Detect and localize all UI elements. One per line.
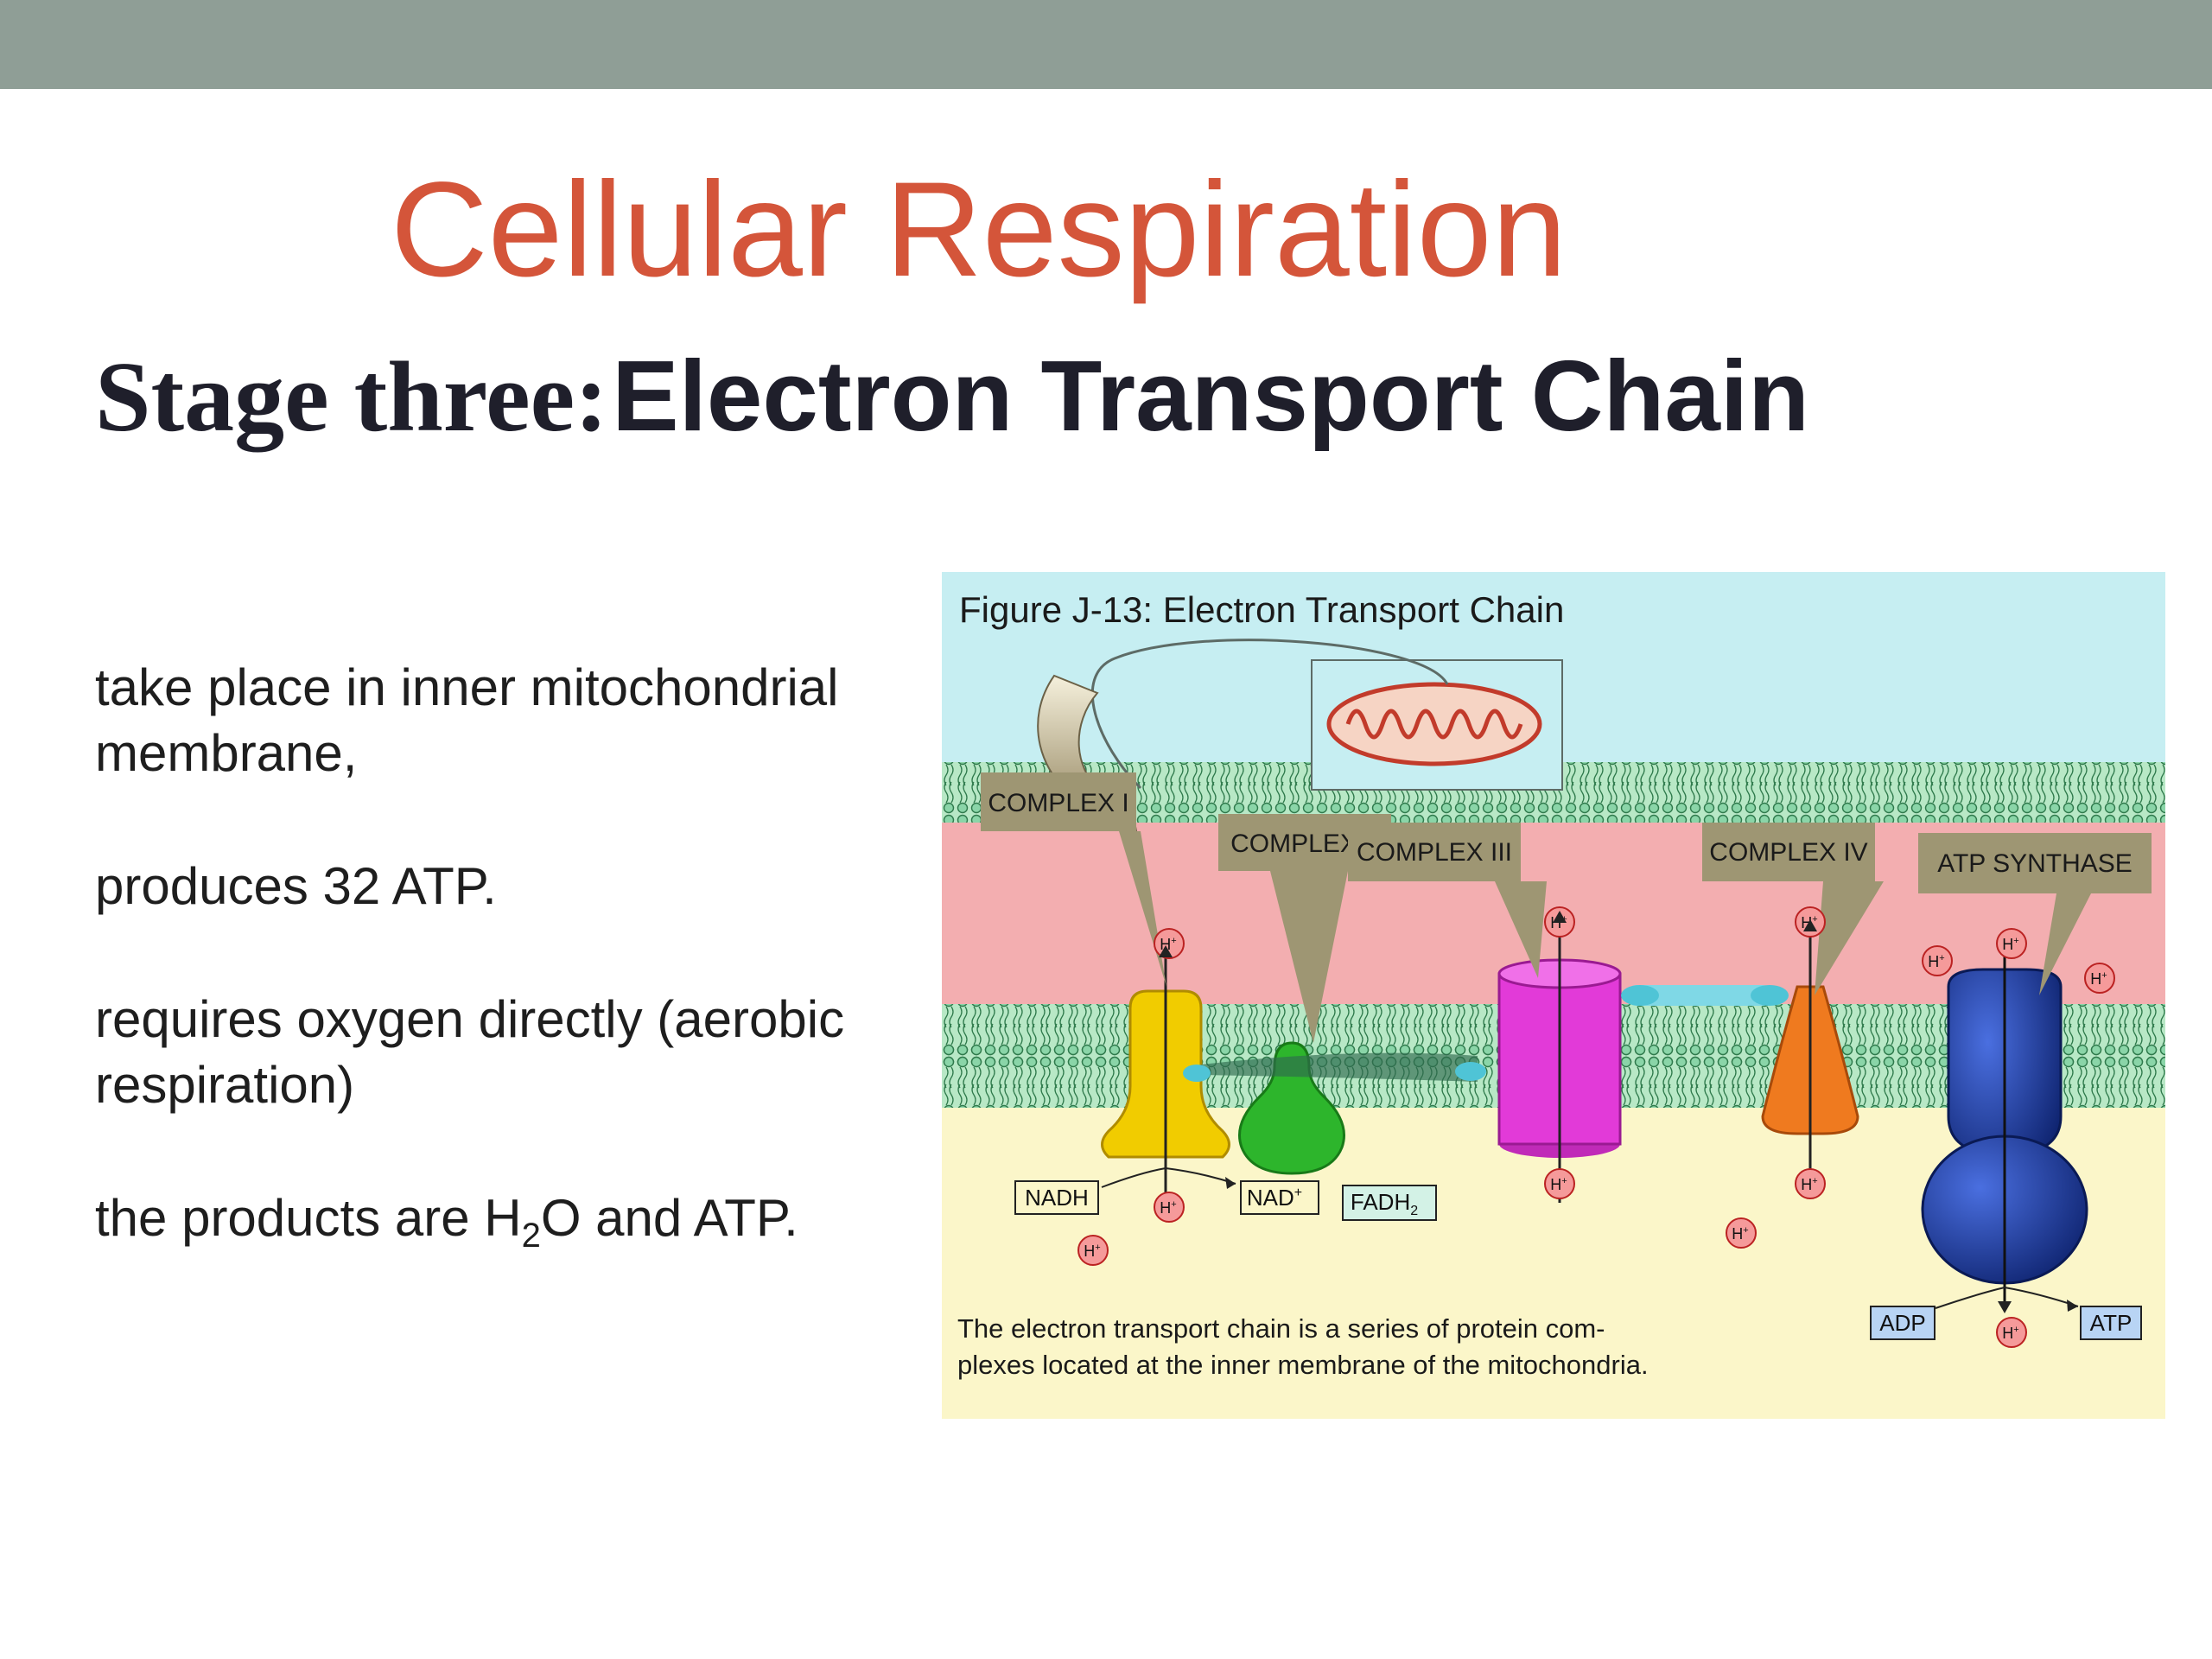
slide-title: Cellular Respiration [391,155,1567,305]
bullet-location: take place in inner mitochondrial membra… [95,658,839,782]
bullet-products: the products are H2O and ATP. [95,1189,798,1255]
label-complex-1: COMPLEX I [988,789,1128,817]
proton-icon: H+ [1077,1235,1109,1266]
atp-tag: ATP [2080,1306,2142,1340]
svg-text:ADP: ADP [1879,1310,1925,1336]
proton-icon: H+ [1544,1168,1575,1199]
proton-markers: H+H+H+H+H+H+H+H+H+H+H+H+ [1077,906,2115,1348]
label-box-complex-3 [1348,823,1521,881]
label-box-atp-synthase [1918,833,2152,893]
proton-icon: H+ [1154,928,1185,959]
proton-icon: H+ [1726,1217,1757,1249]
bullet-oxygen: requires oxygen directly (aerobic respir… [95,990,845,1114]
svg-text:NAD+: NAD+ [1247,1185,1302,1211]
subtitle-lead: Stage three: [95,342,608,453]
svg-text:ATP: ATP [2090,1310,2133,1336]
proton-icon: H+ [1996,1317,2027,1348]
complex-3 [1497,918,1622,1203]
atp-synthase [1921,935,2088,1306]
label-complex-3: COMPLEX III [1357,838,1512,867]
subtitle-main: Electron Transport Chain [612,340,1809,452]
svg-text:FADH2: FADH2 [1351,1189,1418,1218]
slide-top-bar [0,0,2212,89]
adp-tag: ADP [1870,1306,1936,1340]
proton-icon: H+ [2084,963,2115,994]
complex-2 [1238,1041,1345,1175]
bullet-list: take place in inner mitochondrial membra… [95,655,925,1336]
label-atp-synthase: ATP SYNTHASE [1937,849,2133,878]
proton-icon: H+ [1154,1192,1185,1223]
nadh-tag: NADH [1014,1180,1099,1215]
figure-caption-line-2: plexes located at the inner membrane of … [957,1350,1649,1380]
figure-heading: Figure J-13: Electron Transport Chain [959,589,1564,630]
etc-figure: Figure J-13: Electron Transport Chain CO… [942,572,2165,1419]
label-complex-4: COMPLEX IV [1709,838,1867,867]
proton-icon: H+ [1795,1168,1826,1199]
proton-icon: H+ [1996,928,2027,959]
slide-subtitle: Stage three: Electron Transport Chain [95,346,1809,448]
label-box-complex-4 [1702,823,1875,881]
fadh2-tag: FADH2 [1342,1185,1437,1221]
svg-text:NADH: NADH [1025,1185,1089,1211]
mitochondrion-icon [1326,682,1542,766]
bullet-atp-yield: produces 32 ATP. [95,857,497,915]
label-box-complex-1 [981,772,1136,831]
nad-tag: NAD+ [1240,1180,1319,1215]
proton-icon: H+ [1922,945,1953,976]
complex-4 [1761,926,1859,1194]
figure-caption-line-1: The electron transport chain is a series… [957,1313,1605,1344]
complex-1 [1101,952,1230,1194]
